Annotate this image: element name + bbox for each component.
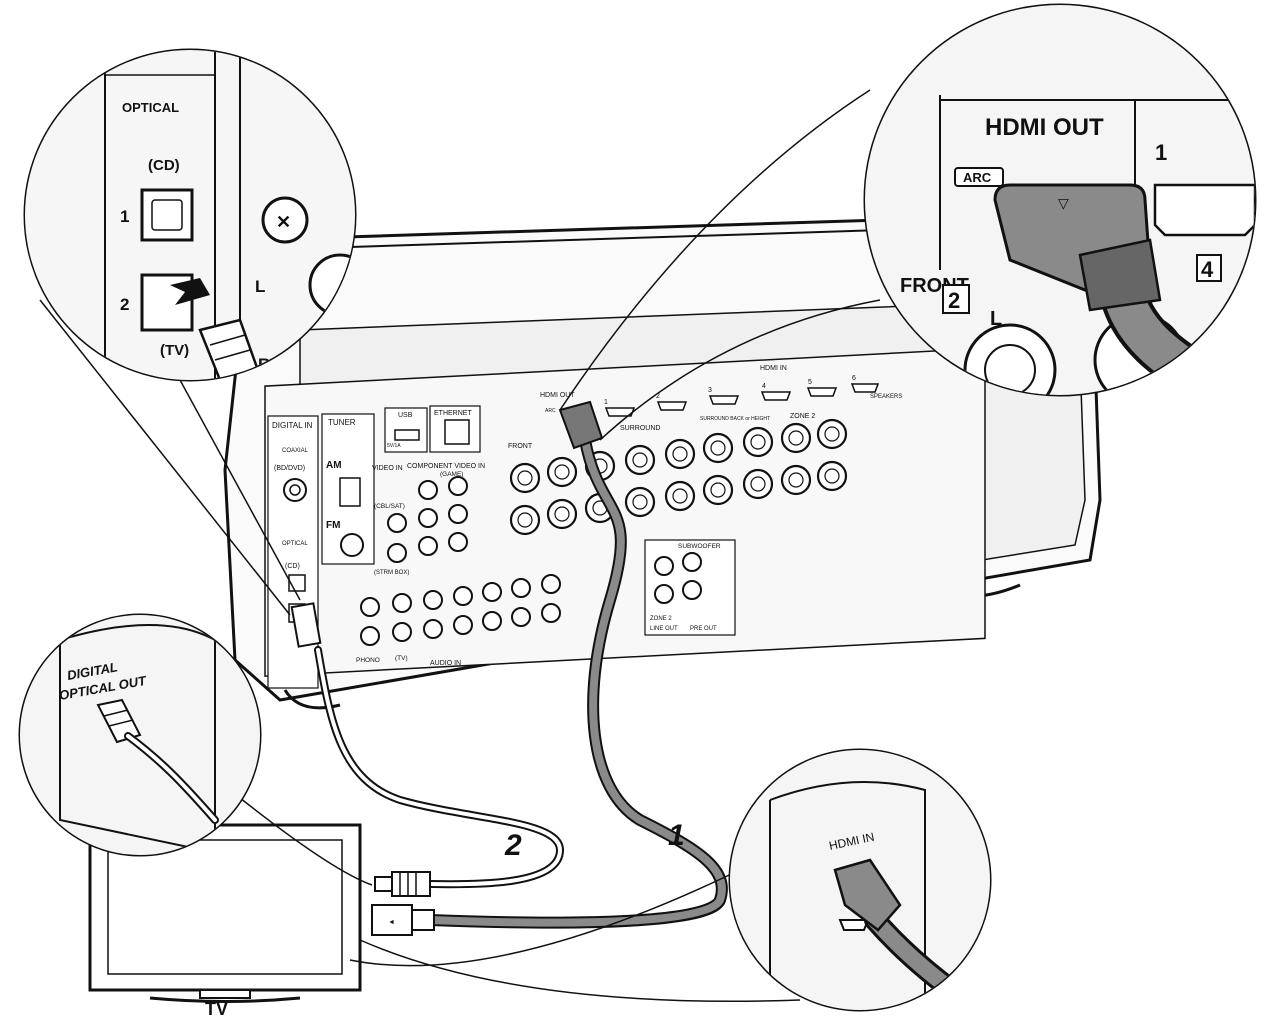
receiver: DIGITAL IN COAXIAL (BD/DVD) OPTICAL (CD)… — [223, 213, 1102, 710]
subwoofer-jacks — [654, 552, 702, 604]
surround-label: SURROUND — [620, 425, 660, 432]
zoom-hdmi-1: 1 — [1155, 140, 1167, 165]
svg-text:◄: ◄ — [388, 919, 395, 926]
ethernet-port — [444, 419, 470, 445]
hdmi-in-port-4: 4 — [762, 383, 766, 390]
coaxial-label: COAXIAL — [282, 448, 309, 454]
svg-text:✕: ✕ — [276, 212, 291, 232]
zoom-optical-1: 1 — [120, 207, 129, 226]
zoom-optical-l: L — [255, 277, 265, 296]
ethernet-label: ETHERNET — [434, 410, 472, 417]
strm-box-label: (STRM BOX) — [374, 570, 409, 576]
usb-label: USB — [398, 412, 413, 419]
tuner-label: TUNER — [328, 418, 356, 427]
insert-arrow-icon — [170, 278, 210, 305]
coaxial-bd-dvd-label: (BD/DVD) — [274, 465, 305, 472]
hdmi-in-port-5: 5 — [808, 379, 812, 386]
component-jacks — [387, 476, 468, 563]
am-terminal — [339, 477, 361, 507]
usb-rating: 5V/1A — [387, 443, 401, 449]
audio-in-jacks — [360, 574, 561, 646]
phono-label: PHONO — [356, 657, 380, 664]
zoom-hdmi-4: 4 — [1201, 257, 1214, 282]
cbl-sat-label: (CBL/SAT) — [374, 503, 405, 510]
game-label: (GAME) — [440, 471, 463, 478]
tv: TV — [88, 823, 362, 1019]
optical-label: OPTICAL — [282, 541, 308, 547]
fm-jack — [340, 533, 364, 557]
zoom-hdmi-l: L — [990, 308, 1002, 330]
component-label: COMPONENT VIDEO IN — [407, 463, 485, 470]
zoom-tv-hdmi-in: HDMI IN — [728, 748, 992, 1012]
step-2-number: 2 — [504, 829, 522, 862]
pre-out-label: PRE OUT — [690, 626, 717, 632]
front-label: FRONT — [508, 443, 533, 450]
zone2-line-out-label: ZONE 2 — [650, 616, 672, 622]
audio-tv-label: (TV) — [395, 655, 408, 662]
usb-port — [394, 429, 420, 441]
digital-in-label: DIGITAL IN — [272, 421, 313, 430]
hdmi-in-port-2: 2 — [656, 393, 660, 400]
audio-in-label: AUDIO IN — [430, 660, 461, 667]
optical-cd-label: (CD) — [285, 563, 300, 570]
subwoofer-label: SUBWOOFER — [678, 543, 721, 550]
receiver-hdmi-out-label: HDMI OUT — [540, 392, 575, 399]
receiver-hdmi-in-label: HDMI IN — [760, 365, 787, 372]
zoom-hdmi-2: 2 — [948, 288, 960, 313]
speaker-terminals — [509, 418, 848, 536]
tv-label: TV — [205, 999, 228, 1019]
video-in-label: VIDEO IN — [372, 465, 403, 472]
zoom-hdmi-out: HDMI OUT ARC 1 FRONT 2 L R 4 ▽ — [863, 3, 1257, 397]
surround-back-label: SURROUND BACK or HEIGHT — [700, 416, 770, 422]
zoom-optical-tv: (TV) — [160, 342, 189, 359]
line-out-label: LINE OUT — [650, 626, 678, 632]
zoom-hdmi-arc: ARC — [963, 170, 992, 185]
zone2-label: ZONE 2 — [790, 413, 815, 420]
hdmi-in-port-6: 6 — [852, 375, 856, 382]
speakers-label: SPEAKERS — [870, 394, 902, 400]
am-label: AM — [326, 460, 342, 471]
svg-text:▽: ▽ — [1058, 195, 1069, 211]
zoom-optical-cd: (CD) — [148, 157, 180, 174]
zoom-optical-header: OPTICAL — [122, 100, 179, 115]
zoom-optical-input: OPTICAL (CD) 1 2 (TV) ✕ L R — [23, 48, 357, 382]
zoom-optical-2: 2 — [120, 295, 129, 314]
hdmi-in-port-1: 1 — [604, 399, 608, 406]
step-1-number: 1 — [668, 819, 685, 852]
fm-label: FM — [326, 520, 340, 531]
hdmi-in-ports — [604, 383, 880, 417]
receiver-arc-label: ARC — [545, 408, 556, 414]
zoom-tv-optical-out: DIGITAL OPTICAL OUT — [18, 613, 262, 857]
hdmi-in-port-3: 3 — [708, 387, 712, 394]
optical-cable — [290, 602, 565, 897]
hdmi-cable: ◄ — [371, 400, 728, 936]
zoom-hdmi-out-header: HDMI OUT — [985, 114, 1104, 141]
